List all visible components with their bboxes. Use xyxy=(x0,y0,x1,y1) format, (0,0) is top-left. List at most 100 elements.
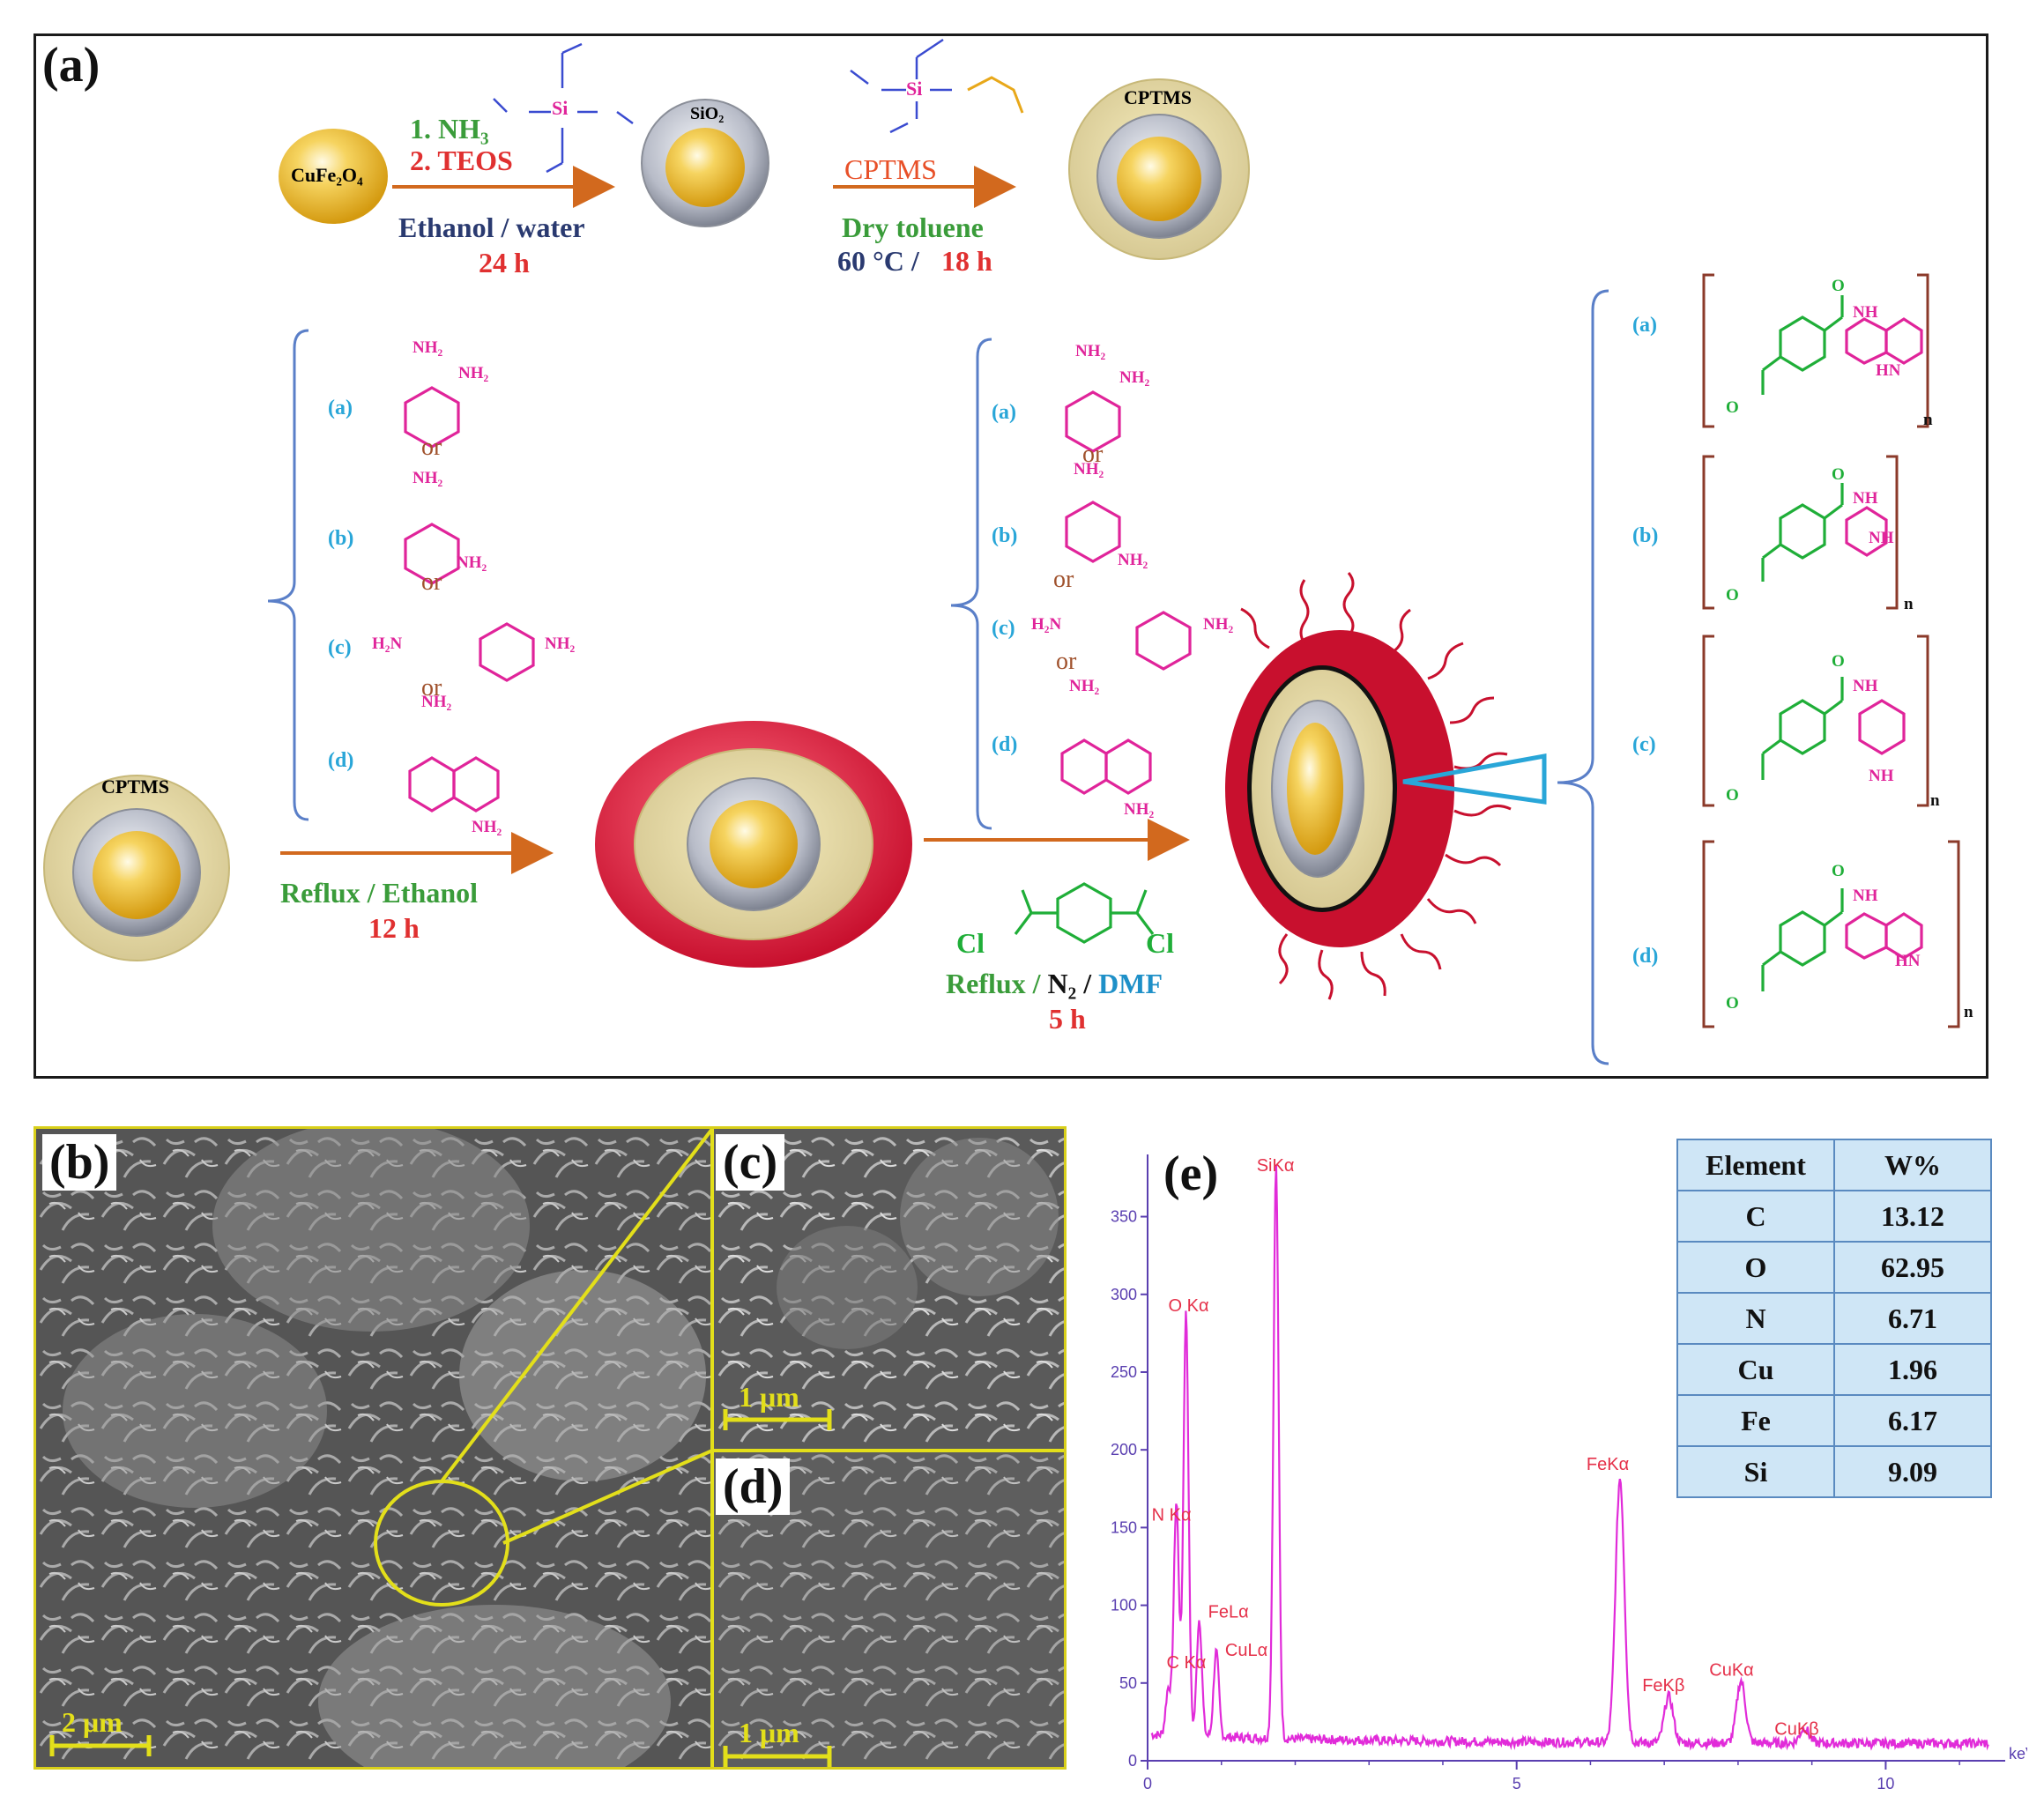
polymer-b-nh2: NH xyxy=(1869,529,1894,547)
scheme-panel xyxy=(33,33,1988,1079)
scale-bars xyxy=(49,1409,832,1767)
step2-solvent: Dry toluene xyxy=(842,212,984,243)
scale-label-b: 2 μm xyxy=(62,1706,123,1738)
peak-label: FeKα xyxy=(1587,1455,1629,1474)
table-cell-weight: 1.96 xyxy=(1833,1343,1992,1396)
cl-left: Cl xyxy=(956,927,985,959)
y-tick-label: 150 xyxy=(1111,1518,1137,1536)
brace-middle xyxy=(950,338,992,830)
polymer-d-o1: O xyxy=(1832,862,1845,880)
step4-slash: / xyxy=(1083,968,1092,999)
table-cell-element: N xyxy=(1676,1292,1835,1345)
amine-left-c-sub2: NH₂ xyxy=(545,635,576,653)
amine-left-b-sub2: NH₂ xyxy=(457,553,487,572)
amine-mid-d-sub2: NH₂ xyxy=(1124,800,1155,819)
step4-time: 5 h xyxy=(1049,1003,1086,1035)
table-header-element: Element xyxy=(1676,1139,1835,1191)
spectrum-line xyxy=(1150,1164,1989,1752)
cufe2o4-particle xyxy=(279,129,388,224)
step4-n2: N₂ xyxy=(1047,968,1077,999)
amine-left-d-sub1: NH₂ xyxy=(421,693,452,711)
brace-right xyxy=(1557,289,1609,1065)
amine-left-d-sub2: NH₂ xyxy=(472,818,502,836)
polymer-d-structure xyxy=(1702,840,1960,1028)
peak-label: CuKβ xyxy=(1774,1719,1818,1739)
table-header-weight: W% xyxy=(1833,1139,1992,1191)
step1-reagent2: 2. TEOS xyxy=(410,145,513,176)
polymer-coated-hemisphere xyxy=(1225,572,1512,1000)
or-left-2: or xyxy=(421,568,442,596)
step4-reflux: Reflux / xyxy=(946,968,1041,999)
or-left-1: or xyxy=(421,434,442,461)
panel-label-a: (a) xyxy=(42,38,100,93)
polymer-a-n: n xyxy=(1923,411,1933,429)
peak-label: N Kα xyxy=(1152,1505,1192,1525)
polymer-c-o1: O xyxy=(1832,652,1845,671)
y-tick-label: 200 xyxy=(1111,1441,1137,1458)
cptms-label-bottom: CPTMS xyxy=(101,776,169,798)
eds-spectrum: 0501001502002503003500510keVC KαN KαO Kα… xyxy=(1111,1154,2027,1789)
step2-time: 18 h xyxy=(941,245,992,277)
cl-right: Cl xyxy=(1146,927,1174,959)
peak-label: FeLα xyxy=(1208,1603,1249,1622)
polymer-a-o2: O xyxy=(1726,398,1739,417)
polymer-a-o1: O xyxy=(1832,277,1845,295)
brace-left xyxy=(267,329,309,821)
y-tick-label: 0 xyxy=(1128,1752,1137,1770)
y-tick-label: 50 xyxy=(1119,1674,1137,1692)
peak-label: SiKα xyxy=(1257,1156,1295,1176)
x-tick-label: 0 xyxy=(1143,1775,1152,1789)
polymer-b-o1: O xyxy=(1832,465,1845,484)
polymer-c-n: n xyxy=(1930,791,1940,810)
panel-label-c: (c) xyxy=(716,1134,785,1191)
teos-si: Si xyxy=(552,97,569,119)
amine-left-tag-d: (d) xyxy=(328,749,354,772)
amine-structures-middle xyxy=(1060,390,1192,795)
table-cell-weight: 9.09 xyxy=(1833,1445,1992,1498)
amine-mid-c-sub1: H₂N xyxy=(1031,615,1062,634)
y-tick-label: 350 xyxy=(1111,1208,1137,1226)
step1-solvent: Ethanol / water xyxy=(398,212,585,243)
amine-structures-left xyxy=(404,386,535,813)
amine-mid-tag-d: (d) xyxy=(992,733,1018,756)
amine-mid-a-sub1: NH₂ xyxy=(1075,342,1106,360)
zoom-triangle xyxy=(1402,753,1547,805)
polymer-tag-d: (d) xyxy=(1632,945,1659,968)
polymer-c-structure xyxy=(1702,635,1929,807)
or-mid-3: or xyxy=(1056,648,1077,675)
x-tick-label: 10 xyxy=(1877,1775,1894,1789)
amine-left-a-sub2: NH₂ xyxy=(458,364,489,382)
step4-dmf: DMF xyxy=(1098,968,1163,999)
polymer-d-nh: NH xyxy=(1853,887,1878,905)
amine-left-tag-b: (b) xyxy=(328,527,354,550)
cptms-particle-bottom xyxy=(43,775,230,961)
step1-reagent1: 1. NH₃ xyxy=(410,113,489,145)
amine-left-c-sub1: H₂N xyxy=(372,635,403,653)
x-tick-label: 5 xyxy=(1513,1775,1521,1789)
step2-temp: 60 °C / xyxy=(837,245,919,277)
cptms-particle-top xyxy=(1068,78,1250,260)
panel-label-d: (d) xyxy=(716,1458,791,1515)
polymer-c-nh2: NH xyxy=(1869,767,1894,785)
terephthaloyl-chloride xyxy=(1014,882,1155,944)
polymer-d-n: n xyxy=(1964,1003,1973,1021)
sio2-particle xyxy=(641,99,769,227)
polymer-b-structure xyxy=(1702,455,1899,610)
peak-label: C Kα xyxy=(1166,1653,1206,1673)
amine-mid-d-sub1: NH₂ xyxy=(1069,677,1100,695)
cufe2o4-label: CuFe₂O₄ xyxy=(291,164,363,186)
panel-label-e: (e) xyxy=(1163,1147,1219,1201)
amine-mid-tag-c: (c) xyxy=(992,617,1015,640)
amine-left-tag-a: (a) xyxy=(328,397,353,419)
polymer-d-o2: O xyxy=(1726,994,1739,1013)
sem-images xyxy=(36,1129,1064,1767)
sio2-label: SiO₂ xyxy=(690,104,725,123)
polymer-c-nh: NH xyxy=(1853,677,1878,695)
amine-left-a-sub1: NH₂ xyxy=(413,338,443,357)
peak-label: FeKβ xyxy=(1642,1676,1684,1696)
amine-mid-tag-b: (b) xyxy=(992,524,1018,547)
